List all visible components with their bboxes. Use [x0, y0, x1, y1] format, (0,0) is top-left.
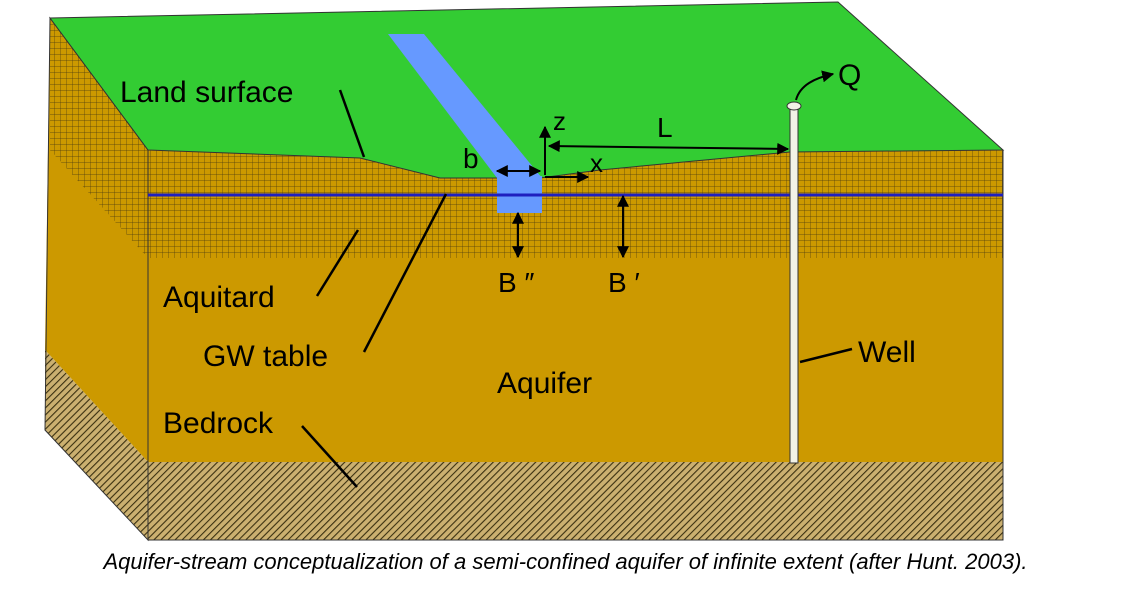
l-label: L	[657, 112, 673, 143]
b-label: b	[463, 143, 479, 174]
gw-table-leader	[362, 193, 448, 353]
bedrock-leader	[301, 425, 358, 488]
land-surface-label: Land surface	[120, 76, 293, 109]
well-leader	[799, 347, 853, 364]
aquifer-label: Aquifer	[497, 367, 592, 400]
aquitard-leader	[315, 229, 360, 297]
figure-caption: Aquifer-stream conceptualization of a se…	[103, 549, 1028, 574]
land-surface	[49, 1, 1005, 179]
bedrock-label: Bedrock	[163, 407, 274, 440]
well-label: Well	[858, 336, 916, 369]
b-double-prime-label: B ″	[498, 267, 534, 298]
z-label: z	[553, 106, 566, 136]
aquitard-layer	[148, 150, 1003, 258]
bedrock-layer	[148, 462, 1003, 540]
gw-table-label: GW table	[203, 340, 328, 373]
well-top	[786, 101, 802, 111]
well-casing	[789, 105, 799, 464]
land-surface-leader	[338, 89, 366, 158]
aquitard-label: Aquitard	[163, 281, 275, 314]
x-label: x	[590, 148, 603, 178]
aquifer-diagram: Land surface Aquitard GW table Bedrock A…	[44, 1, 1005, 542]
l-dimension-arrow	[547, 140, 790, 155]
front-face	[147, 149, 1004, 541]
left-side-face	[44, 16, 149, 542]
b-prime-label: B ′	[608, 267, 640, 298]
pumping-arrow	[795, 70, 835, 101]
q-label: Q	[838, 59, 861, 92]
stream	[388, 34, 542, 178]
